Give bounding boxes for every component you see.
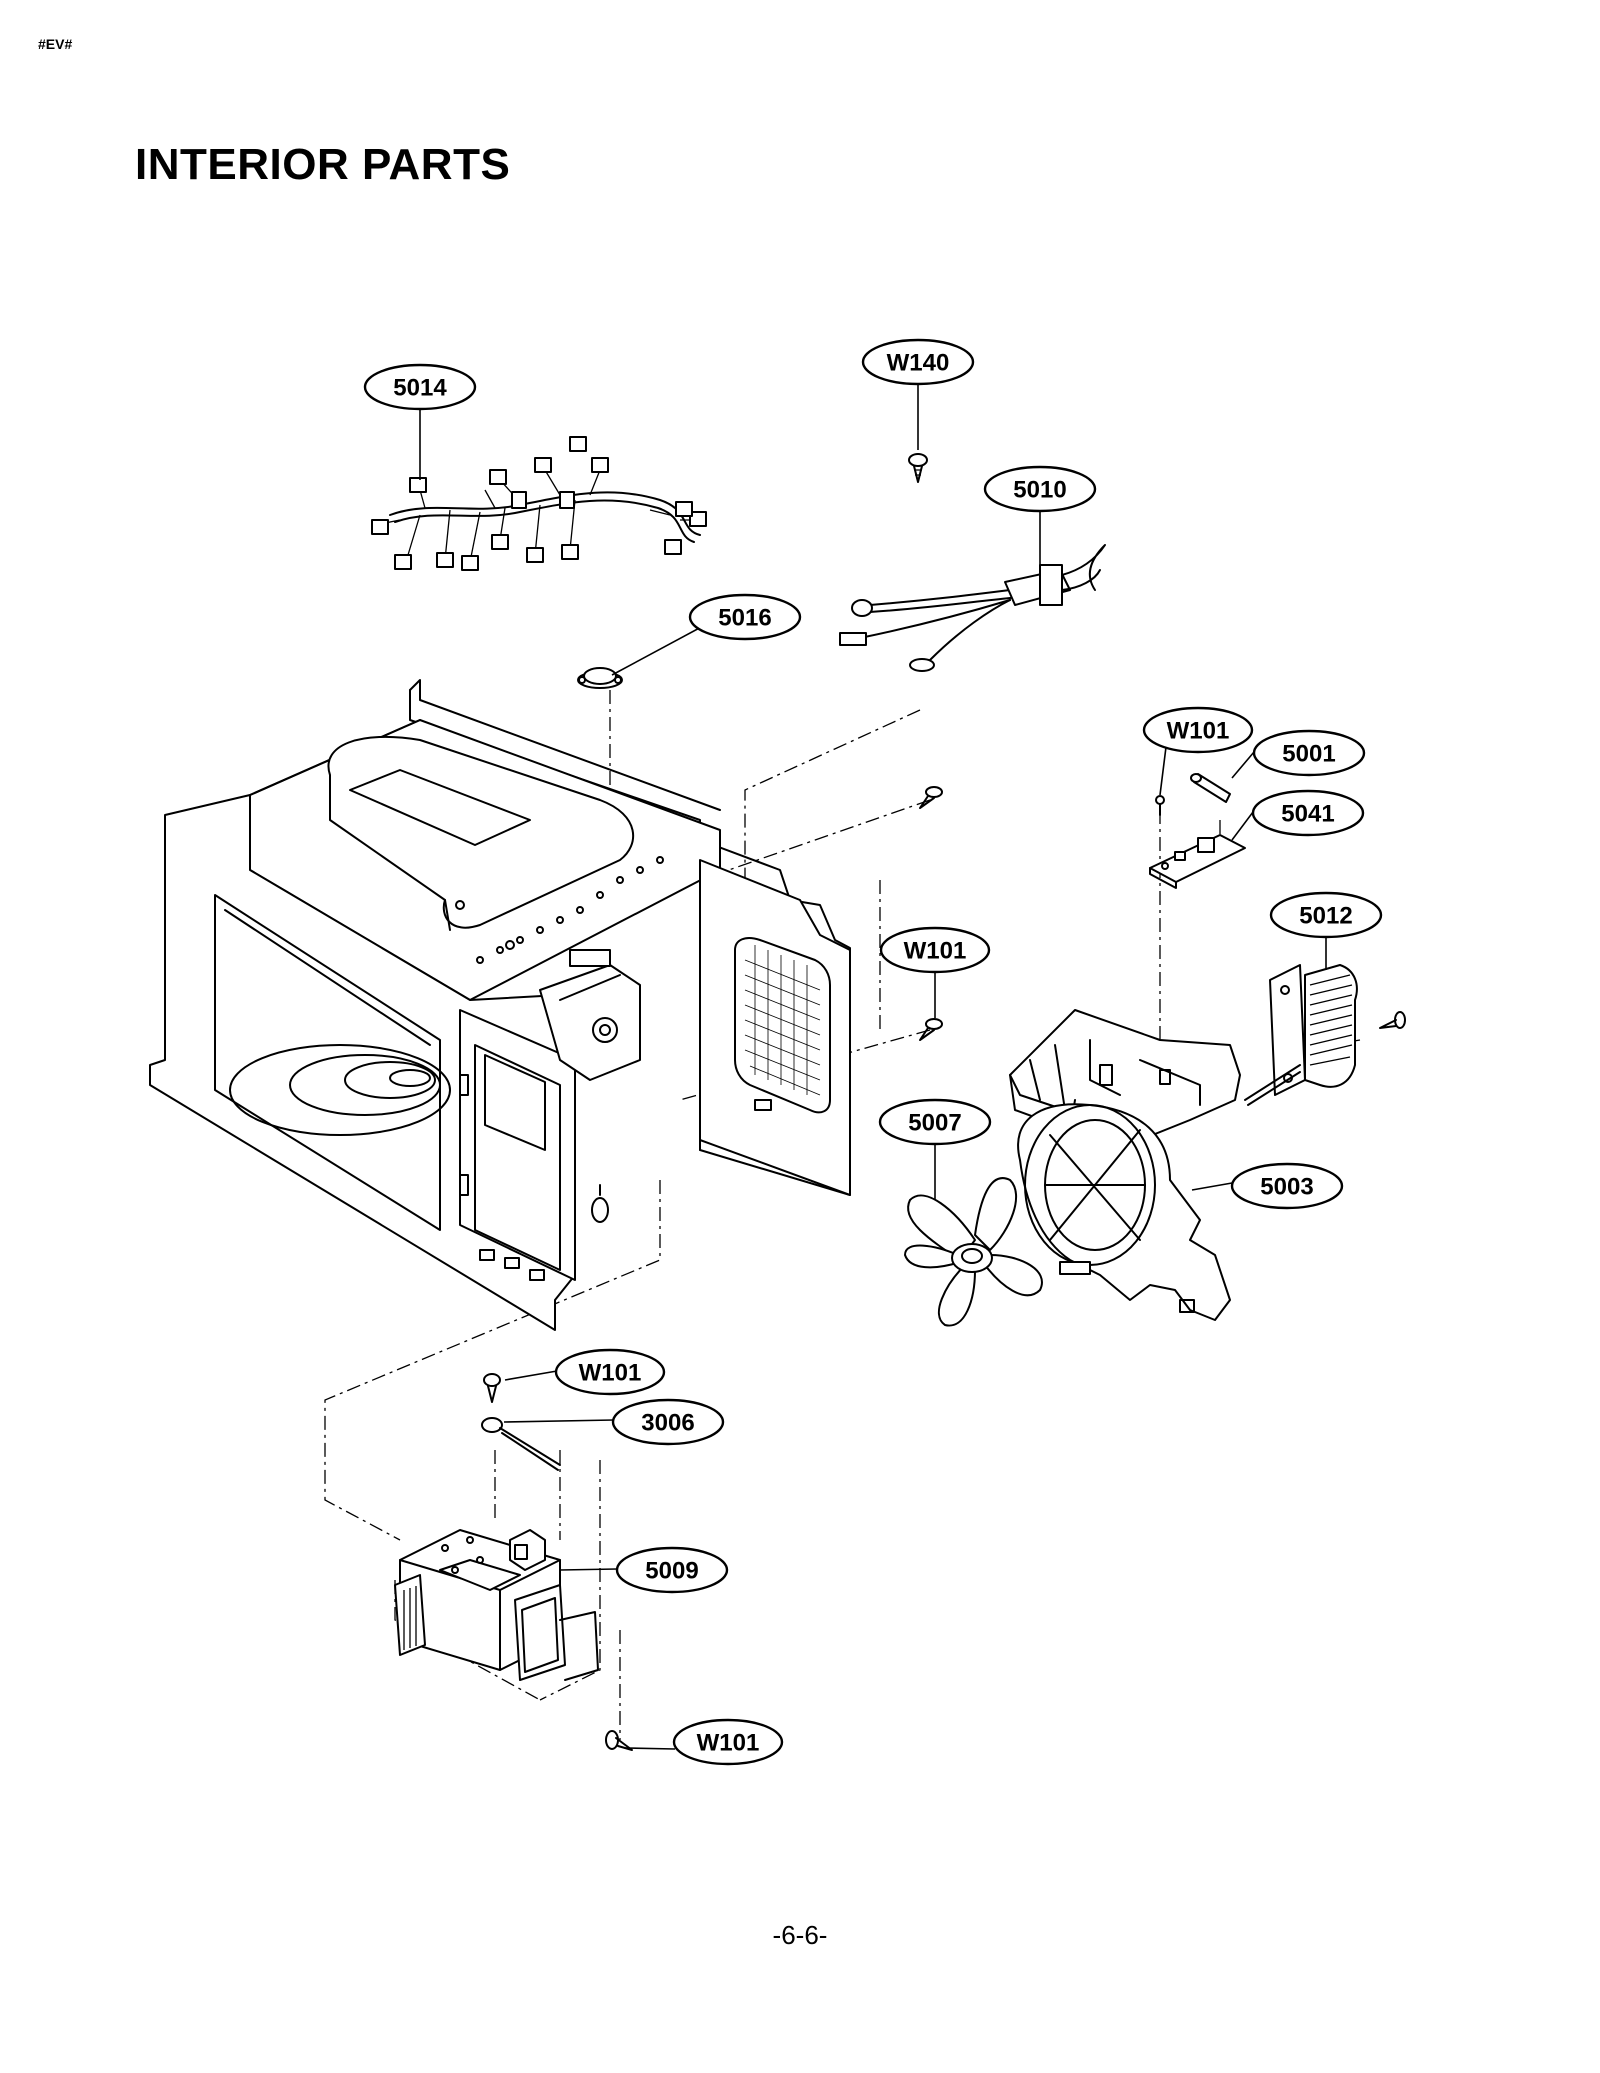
- callout-5014-label: 5014: [393, 375, 447, 402]
- callout-w101-b: W101: [879, 926, 991, 974]
- callout-5007-label: 5007: [908, 1110, 961, 1137]
- page-number: -6-6-: [772, 1920, 828, 1950]
- callout-w101-c: W101: [554, 1348, 666, 1396]
- callout-w101-a: W101: [1142, 706, 1254, 754]
- leader-lines: [419, 384, 1327, 1750]
- screw-w101-mid: [919, 1018, 943, 1041]
- callout-5012-label: 5012: [1299, 903, 1352, 930]
- callout-w101-a-label: W101: [1167, 718, 1230, 745]
- callout-w101-b-label: W101: [904, 938, 967, 965]
- screw-w101-magnetron-top: [483, 1373, 501, 1403]
- callout-5041-label: 5041: [1281, 801, 1334, 828]
- callout-5007: 5007: [878, 1098, 992, 1146]
- callout-5009-label: 5009: [645, 1558, 698, 1585]
- callout-5016: 5016: [688, 593, 802, 641]
- callout-5012: 5012: [1269, 891, 1383, 939]
- screw-w101-bottom: [605, 1730, 633, 1751]
- pcb-5041: [1149, 834, 1246, 889]
- callout-w101-c-label: W101: [579, 1360, 642, 1387]
- callout-5001-label: 5001: [1282, 741, 1335, 768]
- callout-w101-d: W101: [672, 1718, 784, 1766]
- callout-w101-d-label: W101: [697, 1730, 760, 1757]
- callout-5003-label: 5003: [1260, 1174, 1313, 1201]
- fan-blade-5007: [904, 1177, 1043, 1327]
- grounding-wire-3006: [481, 1417, 561, 1471]
- power-cord-5010: [839, 544, 1106, 672]
- callout-w140: W140: [861, 338, 975, 386]
- thermostat-5016: [577, 667, 623, 689]
- screw-w101-right: [1379, 1011, 1406, 1029]
- screw-w140: [908, 453, 928, 483]
- magnetron-5009: [394, 1529, 599, 1681]
- callout-5010: 5010: [983, 465, 1097, 513]
- callout-5003: 5003: [1230, 1162, 1344, 1210]
- callout-5009: 5009: [615, 1546, 729, 1594]
- fan-motor-5012: [1244, 964, 1358, 1106]
- callout-5014: 5014: [363, 363, 477, 411]
- fuse-5001: [1190, 773, 1231, 803]
- callout-5016-label: 5016: [718, 605, 771, 632]
- callout-3006: 3006: [611, 1398, 725, 1446]
- callout-3006-label: 3006: [641, 1410, 694, 1437]
- callout-5010-label: 5010: [1013, 477, 1066, 504]
- screw-w101-board: [1155, 795, 1165, 816]
- callout-5041: 5041: [1251, 789, 1365, 837]
- page-title: INTERIOR PARTS: [135, 140, 511, 189]
- wire-harness-5014: [371, 436, 707, 571]
- callout-5001: 5001: [1252, 729, 1366, 777]
- header-code: #EV#: [38, 36, 73, 52]
- cavity-assembly: [149, 679, 851, 1331]
- screw-w101-top: [919, 786, 943, 809]
- callout-w140-label: W140: [887, 350, 950, 377]
- fan-bracket-5003: [1009, 1009, 1241, 1321]
